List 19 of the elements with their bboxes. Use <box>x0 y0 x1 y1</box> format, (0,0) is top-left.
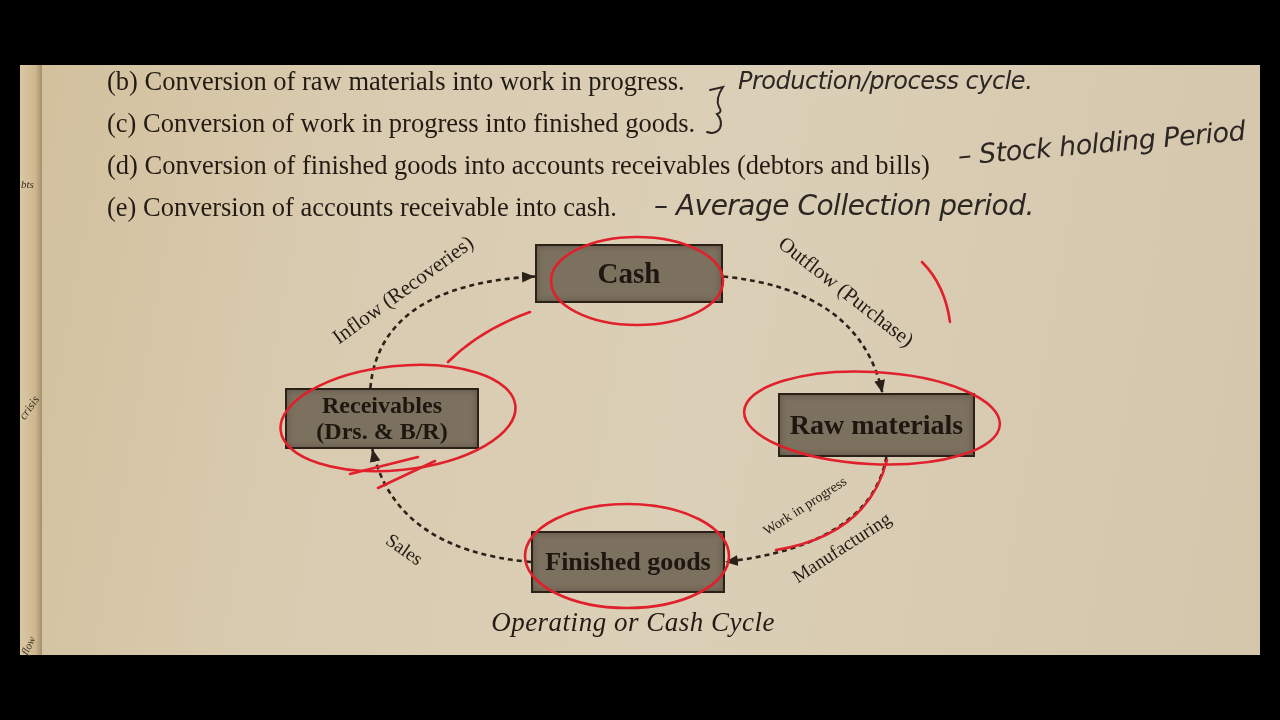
dashed-arrow <box>722 275 885 394</box>
process-box: Finished goods <box>531 531 725 593</box>
list-item: (e) Conversion of accounts receivable into cash. <box>107 192 617 224</box>
dashed-arrow <box>369 272 536 389</box>
list-item: (d) Conversion of finished goods into accounts receivables (debtors and bills) <box>107 150 930 182</box>
dashed-arrow <box>724 456 888 566</box>
list-item: (c) Conversion of work in progress into finished goods. <box>107 108 696 140</box>
list-item: (b) Conversion of raw materials into work in progress. <box>107 66 685 98</box>
handwritten-note: – Average Collection period. <box>654 190 1034 223</box>
edge-label: Sales <box>381 529 427 571</box>
process-box: Raw materials <box>778 393 975 457</box>
handwritten-note: Production/process cycle. <box>738 68 1033 96</box>
caption: Operating or Cash Cycle <box>491 606 775 639</box>
handwritten-note: – Stock holding Period <box>956 114 1247 171</box>
dashed-arrow <box>370 448 532 564</box>
process-box: Receivables (Drs. & B/R) <box>285 388 479 449</box>
margin-text: bts <box>21 178 34 191</box>
process-box: Cash <box>535 244 723 303</box>
margin-text: flow <box>18 634 38 657</box>
